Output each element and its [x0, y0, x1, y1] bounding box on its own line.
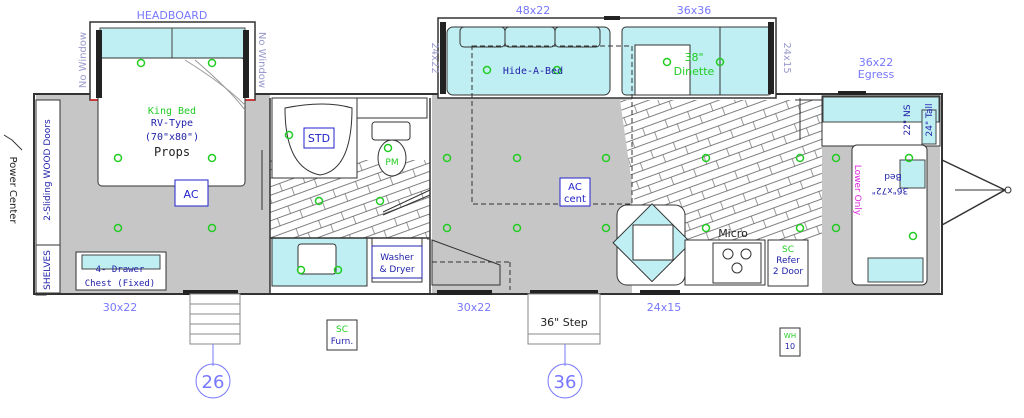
bath-sink	[371, 121, 411, 141]
no-window-right-label: No Window	[256, 32, 267, 88]
micro-label: Micro	[718, 227, 748, 240]
hitch	[941, 159, 1007, 226]
ac-cent-label-1: AC	[568, 182, 582, 193]
sliding-doors	[35, 99, 61, 246]
sc-furn-label-2: Furn.	[331, 337, 354, 347]
sliding-doors-label: 2-Sliding WOOD Doors	[43, 119, 53, 221]
bed-size-label: (70"x80")	[145, 132, 199, 143]
props-label: Props	[154, 145, 190, 159]
dim-36x36-label: 36x36	[677, 4, 712, 17]
refrigerator	[767, 239, 809, 287]
dryer-label: & Dryer	[379, 265, 414, 275]
lower-only-label: Lower Only	[852, 165, 862, 216]
wh-label-2: 10	[785, 342, 795, 351]
tall-24-label: 24" Tall	[925, 104, 935, 137]
ac-cent	[559, 177, 591, 207]
drawer-chest-label-1: 4- Drawer	[96, 265, 145, 275]
sc-furn-label-1: SC	[336, 325, 348, 335]
entry-26-label: 26	[202, 372, 225, 393]
wh-label-1: WH	[784, 332, 796, 340]
shelves	[35, 244, 61, 294]
king-bed	[97, 57, 246, 187]
pm-label: PM	[385, 158, 398, 168]
water-heater	[779, 327, 801, 357]
washer-label: Washer	[380, 253, 414, 263]
entry-36-label: 36	[554, 372, 577, 393]
dim-36x22-label: 36x22	[859, 56, 894, 69]
headboard-label: HEADBOARD	[137, 9, 208, 22]
living-floor	[432, 95, 632, 295]
window-24x15	[640, 290, 680, 295]
king-bed-label: King Bed	[148, 106, 196, 117]
ns-22-label: 22" NS	[903, 104, 913, 135]
entry-door-36	[530, 290, 598, 295]
bed-rear-label: Bed	[884, 171, 901, 181]
no-window-left-label: No Window	[78, 32, 89, 88]
window-30x22-mid	[437, 290, 492, 295]
window-30x22-left	[183, 290, 238, 295]
dim-48x22-label: 48x22	[516, 4, 551, 17]
ac-bedroom-label: AC	[183, 188, 198, 201]
hide-a-bed-label: Hide-A-Bed	[503, 66, 563, 77]
sc-refer-label-3: 2 Door	[773, 267, 804, 277]
dim-24x15-bottom-label: 24x15	[647, 301, 682, 314]
entry-36-marker	[547, 363, 583, 399]
ac-bedroom	[174, 179, 209, 207]
dim-24x22-label: 24x22	[429, 42, 440, 73]
ac-cent-label-2: cent	[564, 194, 586, 205]
sc-furnace	[326, 319, 358, 351]
corner-shower	[284, 103, 353, 176]
drawer-chest-label-2: Chest (Fixed)	[85, 279, 155, 289]
entry-26-marker	[195, 363, 231, 399]
sc-refer-label-2: Refer	[776, 256, 800, 266]
step-label: 36" Step	[540, 316, 588, 329]
dim-24x15-top-label: 24x15	[781, 42, 792, 73]
dim-30x22-mid-label: 30x22	[457, 301, 492, 314]
bed-rear-size-label: 36"x72"	[872, 185, 909, 195]
std-label: STD	[308, 132, 330, 145]
sc-refer-label-1: SC	[782, 245, 794, 255]
rv-type-label: RV-Type	[151, 118, 193, 129]
dim-30x22-left-label: 30x22	[103, 301, 138, 314]
dinette-label-1: 38"	[684, 51, 703, 64]
power-center-label: Power Center	[7, 156, 18, 224]
step-26	[189, 293, 241, 345]
power-center-lead	[3, 134, 23, 151]
step-36	[527, 293, 601, 345]
shelves-label: SHELVES	[43, 250, 53, 290]
egress-label: Egress	[858, 68, 895, 81]
dinette-label-2: Dinette	[674, 65, 715, 78]
lights	[113, 57, 918, 275]
